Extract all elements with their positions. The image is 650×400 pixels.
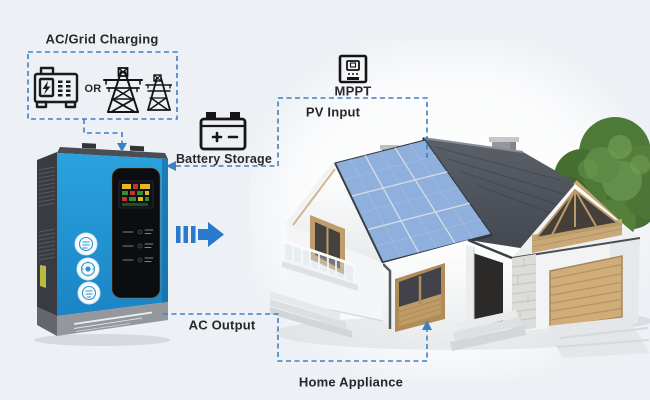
downspout	[382, 263, 392, 329]
mppt-controller-icon	[338, 54, 368, 84]
ac-output-line	[163, 313, 428, 362]
garage-wing	[511, 180, 641, 331]
porch	[473, 253, 503, 326]
inverter-top	[57, 147, 168, 159]
side-vents	[38, 166, 56, 207]
steps-and-driveway	[270, 291, 650, 358]
garage-door	[549, 255, 623, 329]
label-or: OR	[84, 83, 102, 95]
hybrid-inverter	[34, 143, 170, 346]
label-pv-input: PV Input	[305, 104, 361, 120]
grid-charging-box	[27, 51, 178, 120]
label-battery-storage: Battery Storage	[175, 152, 273, 166]
connector-arrowheads	[117, 143, 432, 330]
label-mppt: MPPT	[334, 83, 372, 99]
left-wing	[282, 161, 384, 322]
battery-icon	[199, 112, 247, 151]
label-home-appliance: Home Appliance	[298, 374, 404, 390]
feature-badges	[74, 232, 101, 305]
grid-to-inverter-line	[83, 119, 123, 144]
balcony-railing	[282, 239, 358, 291]
side-sticker	[40, 265, 46, 288]
pv-battery-line	[176, 97, 428, 167]
transmission-towers-icon	[103, 67, 172, 113]
lcd-pixels	[122, 184, 150, 206]
label-ac-output: AC Output	[188, 317, 256, 333]
label-ac-grid-charging: AC/Grid Charging	[45, 31, 159, 47]
flow-arrow-icon	[176, 222, 224, 247]
generator-icon	[33, 66, 79, 109]
house-illustration	[270, 117, 650, 358]
status-leds	[122, 229, 154, 263]
